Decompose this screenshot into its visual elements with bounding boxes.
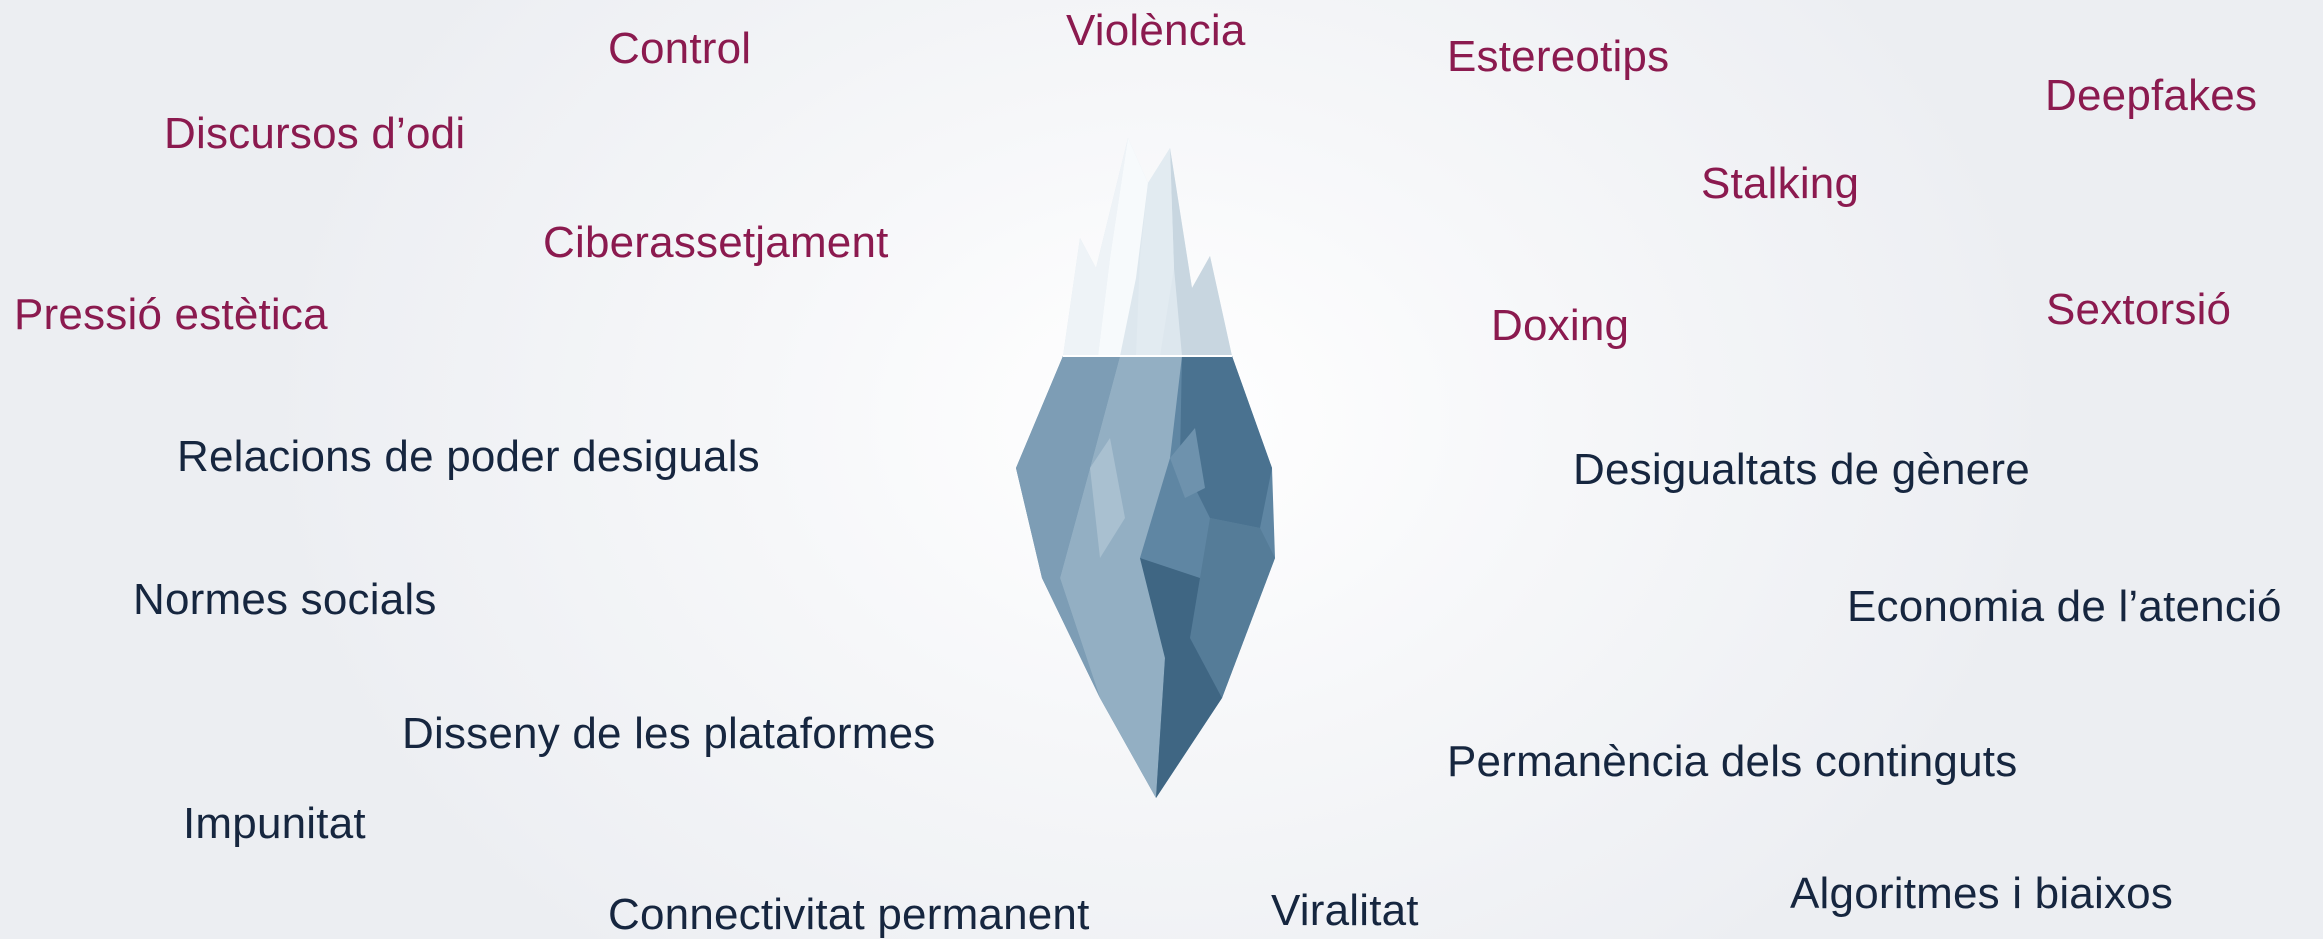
term-viralitat: Viralitat xyxy=(1271,886,1419,935)
term-desigualtats-genere: Desigualtats de gènere xyxy=(1573,445,2030,494)
term-doxing: Doxing xyxy=(1491,301,1630,350)
term-deepfakes: Deepfakes xyxy=(2045,71,2258,120)
term-economia-atencio: Economia de l’atenció xyxy=(1847,582,2282,631)
term-impunitat: Impunitat xyxy=(183,799,366,848)
term-disseny-plataformes: Disseny de les plataformes xyxy=(402,709,936,758)
term-estereotips: Estereotips xyxy=(1447,32,1670,81)
term-permanencia-continguts: Permanència dels continguts xyxy=(1447,737,2018,786)
term-relacions-poder: Relacions de poder desiguals xyxy=(177,432,760,481)
iceberg-underwater xyxy=(1016,356,1275,798)
term-connectivitat-permanent: Connectivitat permanent xyxy=(608,890,1090,939)
iceberg-illustration xyxy=(1016,138,1275,798)
term-discursos-odi: Discursos d’odi xyxy=(164,109,466,158)
term-control: Control xyxy=(608,24,752,73)
term-sextorsio: Sextorsió xyxy=(2046,285,2232,334)
term-ciberassetjament: Ciberassetjament xyxy=(543,218,889,267)
term-normes-socials: Normes socials xyxy=(133,575,437,624)
term-violencia: Violència xyxy=(1066,6,1246,55)
iceberg-tip xyxy=(1063,138,1232,356)
term-pressio-estetica: Pressió estètica xyxy=(14,290,328,339)
term-stalking: Stalking xyxy=(1701,159,1860,208)
term-algoritmes-biaixos: Algoritmes i biaixos xyxy=(1790,869,2174,918)
